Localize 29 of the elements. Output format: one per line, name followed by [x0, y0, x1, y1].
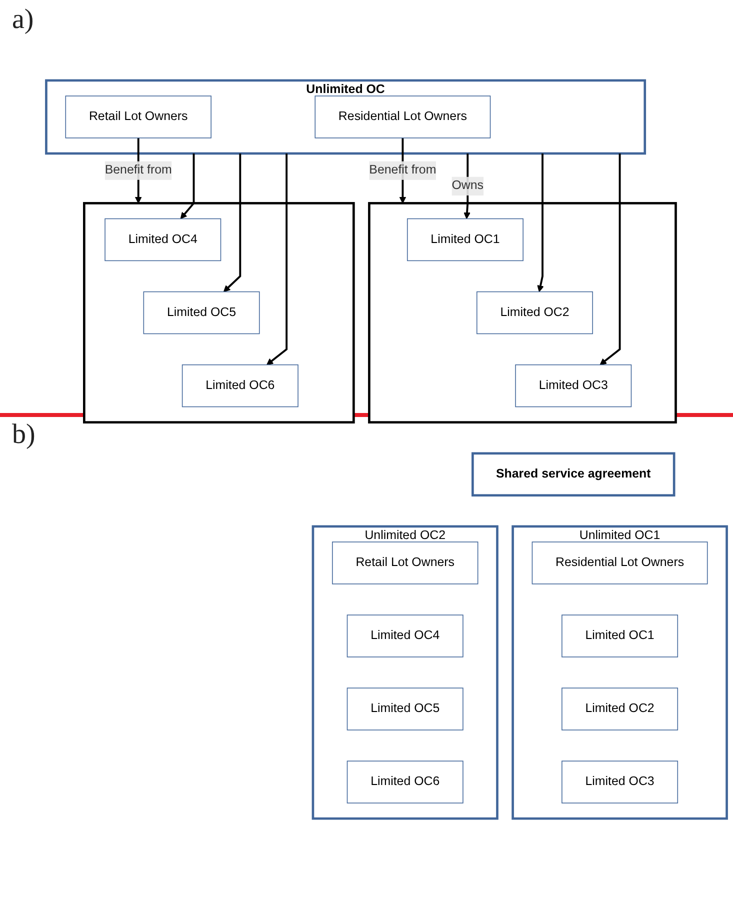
- edge-label: Benefit from: [104, 164, 172, 177]
- node-box: Limited OC3: [562, 760, 678, 804]
- node-box: Limited OC3: [515, 364, 632, 408]
- arrow: [600, 153, 621, 366]
- node-box: Limited OC2: [476, 291, 593, 334]
- panel-label: a): [12, 4, 34, 36]
- node-box: Residential Lot Owners: [314, 96, 491, 138]
- cluster: [368, 202, 677, 424]
- arrow: [537, 153, 544, 292]
- node-box: Retail Lot Owners: [332, 542, 478, 584]
- panel-label: b): [12, 419, 36, 452]
- edge-label: Owns: [452, 179, 484, 192]
- node-box: Limited OC6: [346, 760, 464, 804]
- node-box: Limited OC1: [562, 614, 678, 658]
- arrow: [180, 153, 195, 220]
- node-box: Limited OC1: [406, 218, 524, 262]
- node-box: Residential Lot Owners: [532, 542, 708, 584]
- node-box: Limited OC5: [346, 688, 464, 730]
- cluster: [83, 202, 355, 424]
- edge-label: Benefit from: [369, 164, 436, 177]
- node-box: Retail Lot Owners: [65, 96, 212, 138]
- arrow: [223, 153, 242, 292]
- arrow: [266, 153, 288, 366]
- node-box: Limited OC4: [346, 614, 464, 658]
- node-box: Shared service agreement: [472, 452, 676, 496]
- node-box: Limited OC2: [562, 688, 678, 730]
- node-box: Limited OC4: [104, 218, 222, 262]
- node-box: Limited OC5: [143, 291, 260, 334]
- node-box: Limited OC6: [182, 364, 298, 408]
